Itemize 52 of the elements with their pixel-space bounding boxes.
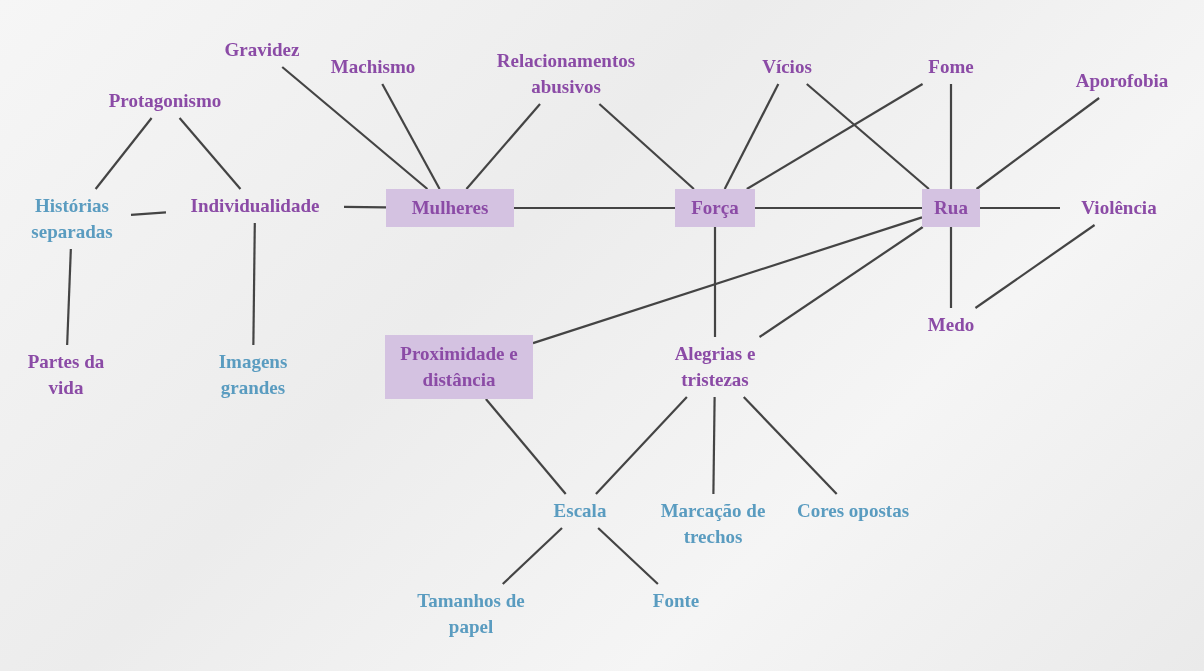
connector-line — [758, 226, 924, 338]
connector-line — [130, 211, 167, 216]
concept-label: Aporofobia — [1074, 69, 1170, 93]
connector-line — [344, 205, 386, 209]
concept-label: Individualidade — [189, 194, 321, 218]
concept-label: Fonte — [651, 589, 701, 613]
connector-line — [465, 103, 541, 190]
concept-label: Alegrias e tristezas — [673, 342, 757, 392]
concept-box: Força — [675, 189, 755, 227]
concept-label: Marcação de trechos — [659, 499, 767, 549]
connector-line — [746, 83, 924, 190]
connector-line — [712, 397, 716, 494]
connector-line — [178, 117, 242, 190]
concept-label: Machismo — [329, 55, 417, 79]
connector-line — [980, 206, 1060, 210]
concept-label: Cores opostas — [795, 499, 911, 523]
connector-line — [755, 206, 922, 210]
connector-line — [514, 206, 675, 210]
concept-label: Fome — [927, 55, 975, 79]
concept-label: Partes da vida — [26, 350, 106, 400]
concept-label: Histórias separadas — [30, 194, 114, 244]
connector-line — [713, 227, 717, 337]
connector-line — [742, 396, 838, 495]
connector-line — [597, 527, 659, 585]
connector-line — [974, 224, 1096, 309]
connector-line — [485, 398, 567, 495]
concept-label: Imagens grandes — [217, 350, 289, 400]
connector-line — [252, 223, 256, 345]
concept-box: Mulheres — [386, 189, 514, 227]
connector-line — [532, 216, 923, 345]
connector-line — [381, 83, 441, 190]
connector-line — [595, 396, 688, 495]
concept-label: Relacionamentos abusivos — [495, 49, 637, 99]
connector-line — [949, 227, 953, 308]
connector-line — [66, 248, 72, 346]
concept-box: Proximidade e distância — [385, 335, 533, 399]
connector-line — [502, 527, 563, 585]
concept-label: Protagonismo — [107, 89, 223, 113]
concept-box: Rua — [922, 189, 980, 227]
connector-line — [975, 97, 1100, 190]
concept-label: Medo — [926, 313, 976, 337]
concept-label: Escala — [552, 499, 608, 523]
connector-line — [949, 84, 953, 189]
concept-label: Vícios — [761, 55, 813, 79]
connector-line — [806, 83, 930, 190]
connector-line — [723, 83, 780, 190]
connector-line — [281, 66, 429, 190]
concept-label: Tamanhos de papel — [416, 589, 526, 639]
connector-line — [94, 117, 153, 190]
concept-label: Gravidez — [223, 38, 301, 62]
concept-label: Violência — [1080, 196, 1158, 220]
connector-line — [598, 103, 695, 190]
